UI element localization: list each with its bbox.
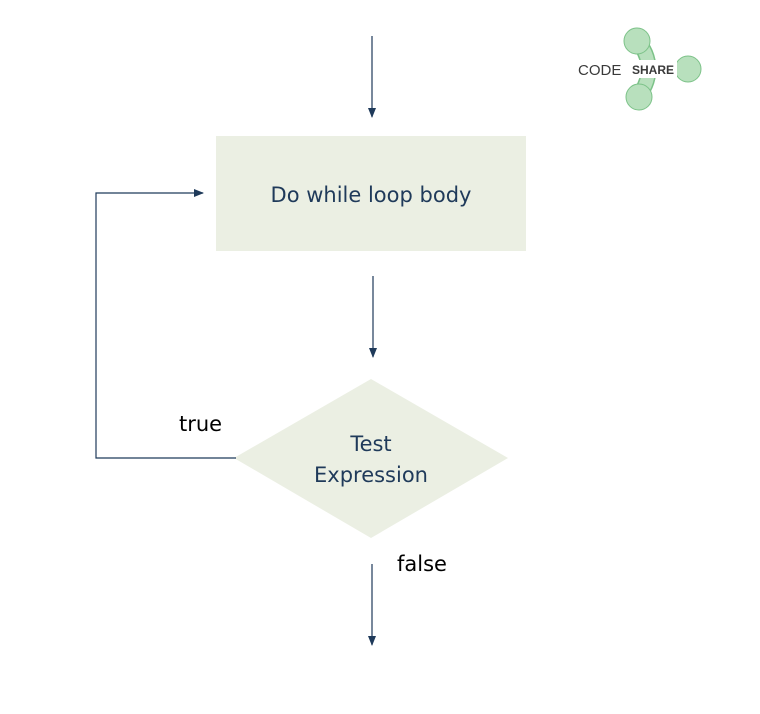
logo-circle-right [674,55,702,83]
logo-share-bg [629,60,677,78]
logo-text-share: SHARE [632,63,674,77]
true-loop-back-arrow [95,189,236,459]
test-expression-label-line2: Expression [314,463,428,487]
loop-body-box [216,136,526,251]
test-expression-diamond [234,379,508,538]
logo-text-code: CODE [578,62,621,79]
false-edge-label: false [397,552,447,576]
logo-circle-bottom [625,83,653,111]
logo-circle-top [623,27,651,55]
true-edge-label: true [179,412,222,436]
test-expression-label-line1: Test [349,432,391,456]
codeshare-logo: CODE SHARE [578,27,702,111]
loop-body-label: Do while loop body [271,183,472,207]
